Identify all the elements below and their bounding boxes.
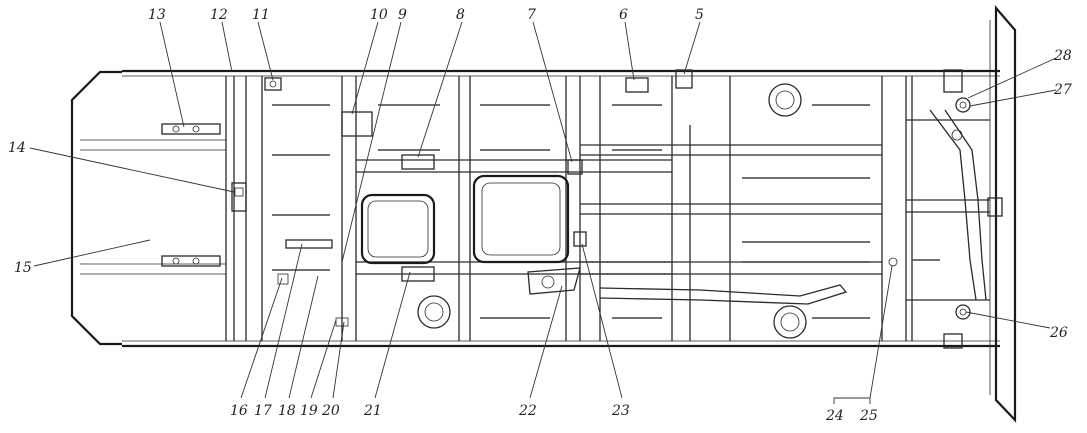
label-22: 22 — [518, 403, 537, 419]
label-21: 21 — [363, 403, 382, 419]
label-23: 23 — [611, 403, 630, 419]
label-24: 24 — [825, 408, 844, 424]
label-15: 15 — [14, 260, 32, 276]
label-19: 19 — [300, 403, 318, 419]
label-10: 10 — [370, 7, 388, 23]
label-11: 11 — [252, 7, 270, 23]
label-26: 26 — [1049, 325, 1068, 341]
label-14: 14 — [8, 140, 26, 156]
label-13: 13 — [148, 7, 166, 23]
label-9: 9 — [398, 7, 407, 23]
longitudinal-beams — [356, 109, 990, 305]
label-17: 17 — [254, 403, 272, 419]
label-5: 5 — [695, 7, 704, 23]
label-27: 27 — [1053, 82, 1072, 98]
label-18: 18 — [278, 403, 296, 419]
label-7: 7 — [527, 7, 536, 23]
front-section — [80, 123, 247, 275]
label-8: 8 — [456, 7, 465, 23]
label-25: 25 — [859, 408, 878, 424]
floor-slots — [272, 104, 940, 319]
label-16: 16 — [230, 403, 248, 419]
callout-labels: 13 12 11 10 9 8 7 6 5 28 27 14 15 26 16 … — [8, 7, 1072, 424]
hull-outline — [70, 5, 1017, 423]
label-6: 6 — [619, 7, 628, 23]
hatches — [360, 83, 807, 339]
brackets — [264, 69, 1003, 349]
leader-lines — [29, 21, 1057, 404]
label-20: 20 — [321, 403, 340, 419]
label-28: 28 — [1053, 48, 1072, 64]
label-12: 12 — [210, 7, 228, 23]
